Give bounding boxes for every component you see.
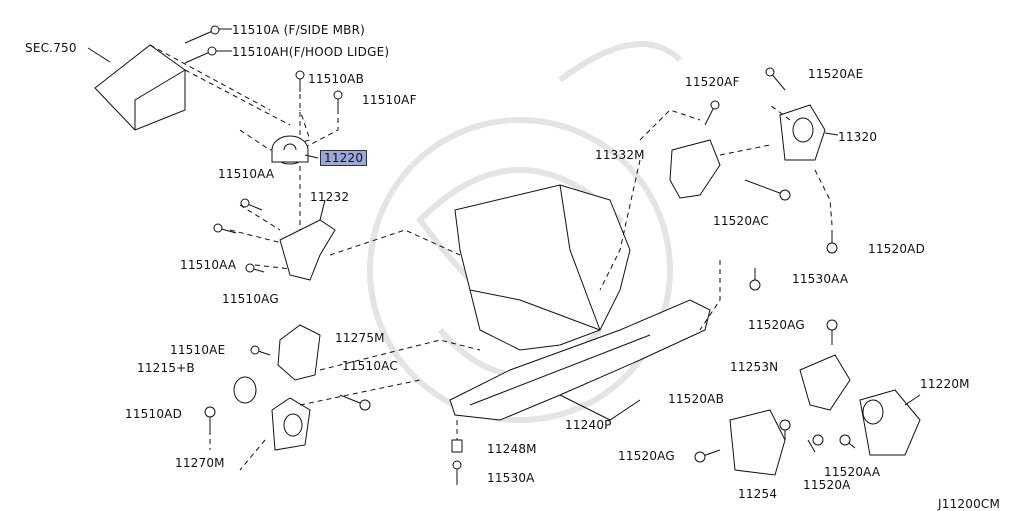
bracket-11232 [279, 219, 336, 281]
bolt-11510AA-a [240, 198, 263, 211]
engine-block [454, 184, 631, 351]
label-11220M: 11220M [920, 377, 970, 391]
label-11520AE: 11520AE [808, 67, 864, 81]
bracket-11275M [277, 324, 321, 381]
diagram-code: J11200CM [938, 497, 1001, 511]
label-11510AC: 11510AC [342, 359, 398, 373]
bolt-11520AG-a [826, 319, 838, 345]
bolt-11530AA [749, 268, 761, 291]
label-11510AG: 11510AG [222, 292, 279, 306]
label-11510A: 11510A (F/SIDE MBR) [232, 23, 366, 37]
bolt-11520A [807, 434, 824, 453]
label-11275M: 11275M [335, 331, 385, 345]
bracket-11332M [669, 139, 721, 199]
label-11520AF: 11520AF [685, 75, 740, 89]
bracket-11253N [799, 354, 851, 411]
bolt-11510AE [250, 345, 271, 356]
crossmember-11240P [449, 299, 711, 421]
bolt-11520AD [826, 230, 838, 254]
label-11520AB: 11520AB [668, 392, 725, 406]
label-11510AA-top: 11510AA [218, 167, 275, 181]
label-11232: 11232 [310, 190, 350, 204]
mount-11320 [779, 104, 826, 161]
bracket-11254 [729, 409, 786, 476]
label-sec750: SEC.750 [25, 41, 77, 55]
label-11510AF: 11510AF [362, 93, 417, 107]
label-11510AD: 11510AD [125, 407, 183, 421]
bolt-11530A [452, 460, 462, 485]
bolt-11520AB [779, 419, 791, 440]
washer-11215B [233, 376, 257, 404]
label-11510AE: 11510AE [170, 343, 226, 357]
label-11220-highlighted: 11220 [320, 150, 368, 166]
bolt-11248M [451, 439, 463, 453]
label-11510AB: 11510AB [308, 72, 365, 86]
bolt-11510AD [204, 406, 216, 430]
bolt-11510AH [184, 46, 232, 64]
bolt-11520AC [744, 179, 791, 201]
bolt-11510AG [245, 263, 265, 273]
label-11530A: 11530A [487, 471, 535, 485]
label-11215B: 11215+B [137, 361, 195, 375]
label-11332M: 11332M [595, 148, 645, 162]
label-11270M: 11270M [175, 456, 225, 470]
label-11240P: 11240P [565, 418, 612, 432]
bolt-11520AA [839, 434, 856, 449]
bolt-11510AA-b [213, 223, 237, 234]
label-11530AA: 11530AA [792, 272, 849, 286]
label-11248M: 11248M [487, 442, 537, 456]
label-11320: 11320 [838, 130, 878, 144]
label-11520A: 11520A [803, 478, 851, 492]
mount-11270M [271, 397, 311, 451]
label-11520AG-top: 11520AG [748, 318, 805, 332]
line-art [87, 25, 921, 485]
mount-11220 [271, 135, 309, 165]
sec750-bracket [94, 44, 186, 131]
bolt-11520AE [765, 67, 786, 91]
bolt-11510A [184, 25, 232, 44]
label-11254: 11254 [738, 487, 778, 501]
label-11510AH: 11510AH(F/HOOD LIDGE) [232, 45, 390, 59]
bolt-11510AF [333, 90, 343, 112]
mount-11220M [859, 389, 921, 456]
bolt-11520AF [704, 100, 720, 126]
bolt-11510AB [295, 70, 305, 92]
label-11520AC: 11520AC [713, 214, 769, 228]
bolt-11510AC [339, 394, 371, 411]
label-11520AG-bottom: 11520AG [618, 449, 675, 463]
label-11520AD: 11520AD [868, 242, 926, 256]
label-11510AA-bottom: 11510AA [180, 258, 237, 272]
label-11253N: 11253N [730, 360, 779, 374]
label-11520AA: 11520AA [824, 465, 881, 479]
bolt-11520AG-b [694, 449, 721, 463]
